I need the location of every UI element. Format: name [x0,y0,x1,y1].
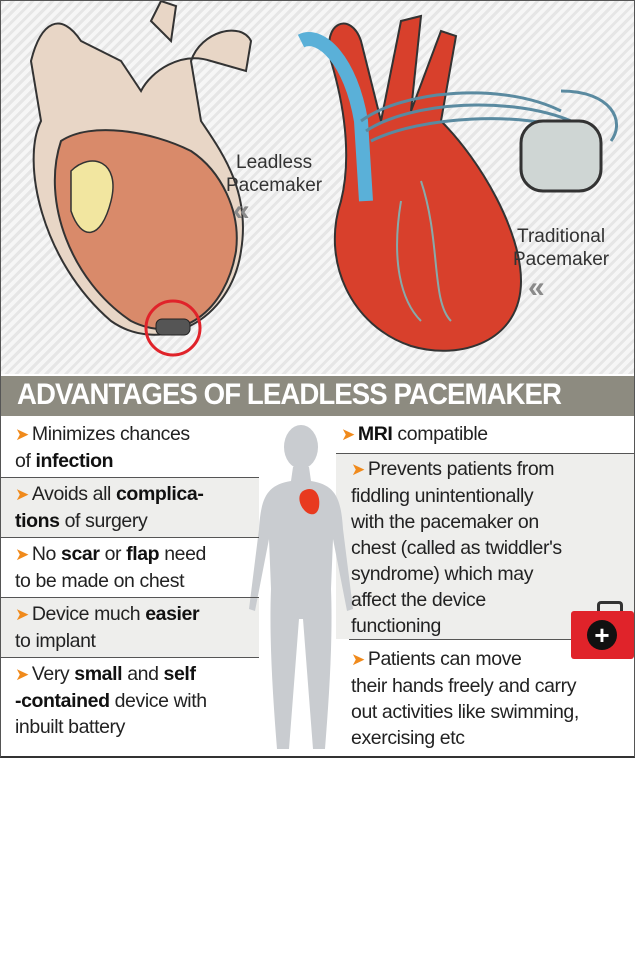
item-text: functioning [351,615,441,637]
emphasis-text: tions [15,510,60,532]
row-band [336,454,634,639]
emphasis-text: self [163,663,196,685]
emphasis-text: MRI [357,423,393,445]
item-text: Avoids all [31,483,116,505]
item-text: and [122,663,164,685]
item-text: to implant [15,630,96,652]
item-text: of surgery [59,510,148,532]
label-line: Pacemaker [513,249,610,270]
leadless-pacemaker-label: Leadless Pacemaker [226,151,322,197]
divider [1,537,259,538]
illustration-area: Leadless Pacemaker « Traditional Pacemak… [1,1,634,374]
divider [1,477,259,478]
item-text: Very [31,663,75,685]
traditional-heart-illustration [297,14,618,352]
item-text: chest (called as twiddler's [351,537,562,559]
item-text: with the pacemaker on [351,511,539,533]
item-text: compatible [392,423,488,445]
advantage-item: ➤MRI compatible [341,421,488,448]
emphasis-text: easier [145,603,200,625]
item-text: or [99,543,127,565]
bullet-arrow-icon: ➤ [15,545,29,564]
human-silhouette [249,425,353,749]
divider [349,639,579,640]
item-text: Minimizes chances [31,423,190,445]
item-text: device with [109,690,207,712]
emphasis-text: scar [61,543,100,565]
traditional-pacemaker-device [519,119,603,193]
item-text: fiddling unintentionally [351,485,534,507]
bullet-arrow-icon: ➤ [15,665,29,684]
item-text: need [159,543,207,565]
leadless-heart-illustration [29,1,253,357]
chevron-left-icon: « [233,194,250,227]
advantage-item: ➤Avoids all complica-tions of surgery [15,481,204,534]
chevron-left-icon: « [528,271,545,304]
infographic: Leadless Pacemaker « Traditional Pacemak… [0,0,635,758]
item-text: No [31,543,62,565]
advantage-item: ➤Patients can move their hands freely and… [351,646,579,751]
item-text: Prevents patients from [367,458,555,480]
divider [1,597,259,598]
item-text: Device much [31,603,146,625]
advantage-item: ➤No scar or flap need to be made on chest [15,541,206,594]
banner: ADVANTAGES OF LEADLESS PACEMAKER [1,376,634,416]
label-line: Pacemaker [226,175,323,196]
row-band [1,478,259,537]
bullet-arrow-icon: ➤ [351,650,365,669]
heart-icon [299,488,320,515]
advantage-item: ➤Minimizes chances of infection [15,421,190,474]
medical-kit-icon: + [571,601,634,659]
emphasis-text: infection [35,450,114,472]
bullet-arrow-icon: ➤ [15,485,29,504]
item-text: syndrome) which may [351,563,534,585]
item-text: out activities like swimming, [351,701,579,723]
item-text: their hands freely and carry [351,675,577,697]
item-text: to be made on chest [15,570,185,592]
advantage-item: ➤Very small and self -contained device wi… [15,661,207,740]
item-text: Patients can move [367,648,522,670]
item-text: affect the device [351,589,486,611]
advantage-item: ➤Prevents patients from fiddling unintent… [351,456,562,639]
item-text: inbuilt battery [15,716,125,738]
item-text: of [15,450,36,472]
banner-title: ADVANTAGES OF LEADLESS PACEMAKER [17,378,562,411]
bullet-arrow-icon: ➤ [341,425,355,444]
traditional-pacemaker-label: Traditional Pacemaker [513,225,609,271]
emphasis-text: small [74,663,123,685]
bullet-arrow-icon: ➤ [15,605,29,624]
row-band [1,598,259,657]
bullet-arrow-icon: ➤ [351,460,365,479]
advantage-item: ➤Device much easier to implant [15,601,200,654]
heart-illustrations [29,1,618,357]
label-line: Traditional [517,226,606,247]
divider [336,453,634,454]
emphasis-text: -contained [15,690,110,712]
bullet-arrow-icon: ➤ [15,425,29,444]
leadless-device-highlight [144,299,202,357]
emphasis-text: flap [126,543,160,565]
divider [1,657,259,658]
emphasis-text: complica- [115,483,204,505]
label-line: Leadless [236,152,313,173]
item-text: exercising etc [351,727,465,749]
